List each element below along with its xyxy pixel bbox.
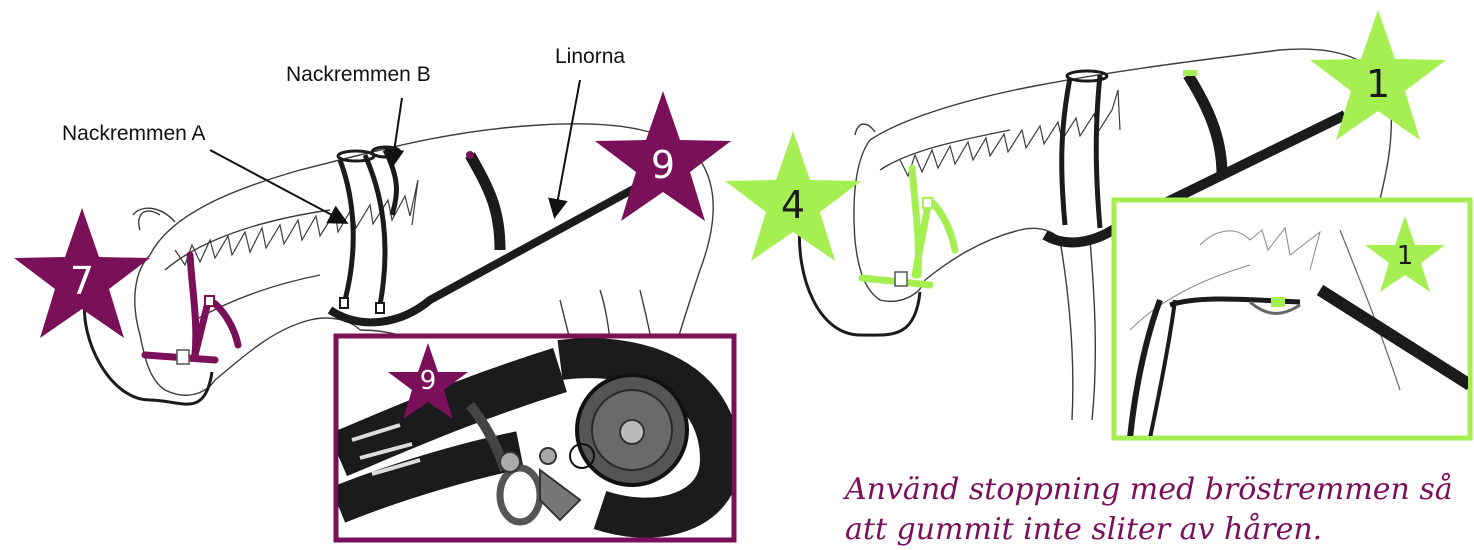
right-inset — [1114, 200, 1470, 438]
left-inset — [336, 336, 734, 540]
right-girth — [1188, 75, 1222, 175]
right-back-star-number: 1 — [1348, 65, 1408, 103]
right-neck-straps — [1062, 75, 1100, 228]
reins-label: Linorna — [555, 45, 625, 69]
left-back-star-number: 9 — [633, 146, 693, 184]
padding-caption: Använd stoppning med bröstremmen så att … — [845, 470, 1465, 550]
left-inset-star-number: 9 — [408, 368, 448, 394]
right-inset-star-number: 1 — [1385, 243, 1425, 269]
left-girth — [470, 155, 500, 250]
right-head-star-number: 4 — [763, 186, 823, 224]
left-halter — [145, 255, 238, 360]
neck-strap-b-label: Nackremmen B — [286, 63, 431, 87]
neck-strap-a-label: Nackremmen A — [62, 122, 206, 146]
left-neck-straps — [340, 150, 396, 305]
right-mane — [900, 90, 1120, 176]
left-head-star-number: 7 — [52, 262, 112, 300]
